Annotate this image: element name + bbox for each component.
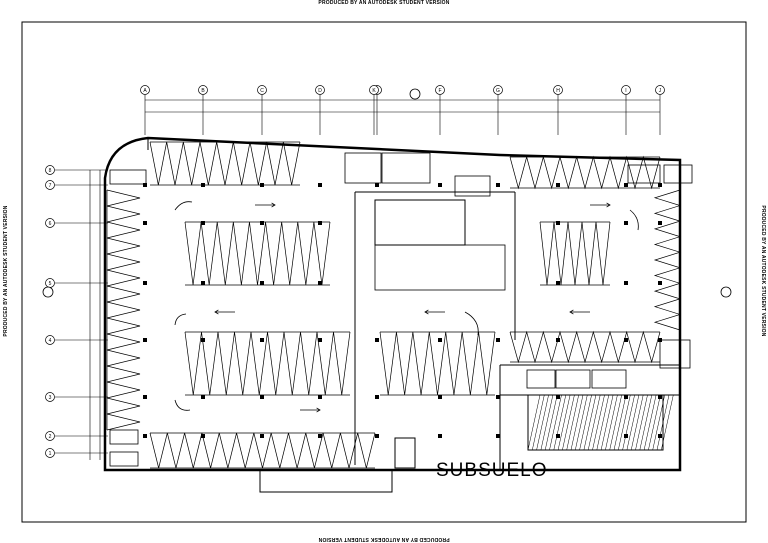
grid-column-d: D xyxy=(315,85,325,135)
parking-stalls xyxy=(106,141,682,469)
svg-text:2: 2 xyxy=(49,434,52,440)
svg-text:8: 8 xyxy=(49,168,52,174)
row-grid: 8 7 6 5 4 3 2 1 xyxy=(42,165,732,460)
svg-text:1: 1 xyxy=(49,451,52,457)
svg-text:6: 6 xyxy=(49,221,52,227)
svg-text:K: K xyxy=(372,88,376,94)
svg-text:H: H xyxy=(556,88,560,94)
grid-row-1: 1 xyxy=(45,448,108,458)
grid-column-i: I xyxy=(621,85,631,135)
ramp-hatch xyxy=(527,394,674,451)
grid-row-6: 6 xyxy=(45,218,108,228)
svg-text:4: 4 xyxy=(49,338,52,344)
grid-row-7: 7 xyxy=(45,180,108,190)
drawing-title: SUBSUELO xyxy=(436,460,548,481)
grid-column-c: C xyxy=(257,85,267,135)
svg-text:3: 3 xyxy=(49,395,52,401)
grid-row-3: 3 xyxy=(45,392,108,402)
grid-column-g: G xyxy=(493,85,503,135)
svg-text:A: A xyxy=(143,88,147,94)
grid-row-4: 4 xyxy=(45,335,108,345)
svg-text:J: J xyxy=(659,88,662,94)
column-grid: ABCDEFGHIJK xyxy=(140,85,665,135)
svg-text:5: 5 xyxy=(49,281,52,287)
sheet-frame xyxy=(21,21,747,523)
svg-text:F: F xyxy=(438,88,441,94)
grid-row-8: 8 xyxy=(45,165,108,175)
grid-row-2: 2 xyxy=(45,431,108,441)
building-outline xyxy=(103,136,693,493)
svg-text:7: 7 xyxy=(49,183,52,189)
traffic-arrows xyxy=(174,201,639,413)
svg-text:B: B xyxy=(201,88,205,94)
svg-text:D: D xyxy=(318,88,322,94)
grid-column-b: B xyxy=(198,85,208,135)
svg-text:G: G xyxy=(496,88,500,94)
grid-column-j: J xyxy=(655,85,665,135)
structural-columns xyxy=(143,183,662,438)
svg-text:I: I xyxy=(625,88,626,94)
watermark-top: PRODUCED BY AN AUTODESK STUDENT VERSION xyxy=(318,0,450,6)
grid-row-5: 5 xyxy=(45,278,108,288)
grid-column-f: F xyxy=(435,85,445,135)
grid-column-k: K xyxy=(369,85,379,135)
grid-column-h: H xyxy=(553,85,563,135)
svg-text:C: C xyxy=(260,88,264,94)
grid-column-a: A xyxy=(140,85,150,135)
